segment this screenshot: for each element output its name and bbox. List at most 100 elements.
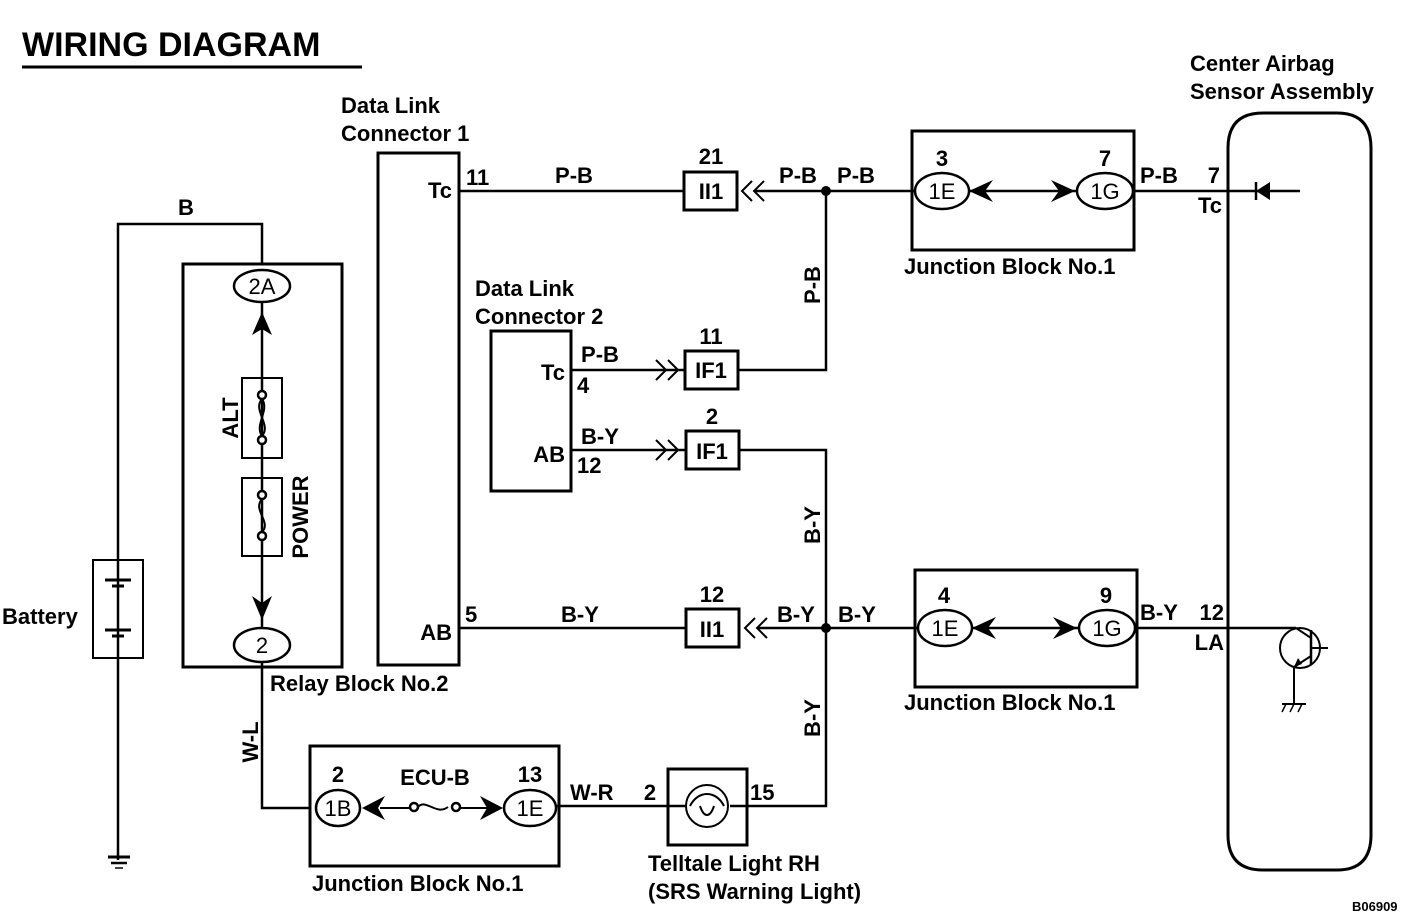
connector-1b: [314, 788, 362, 828]
diagram-title: WIRING DIAGRAM: [22, 26, 320, 64]
connector-arrow-icon: [252, 312, 272, 335]
connector-1e-label: 1E: [932, 616, 959, 641]
fuse-ecu-b-label: ECU-B: [400, 765, 470, 790]
connector-chevron-icon: [740, 180, 753, 202]
connector-arrow-icon: [252, 596, 272, 620]
wire-color-dlc2-tc: P-B: [581, 342, 619, 367]
jb-bottom-label: Junction Block No.1: [312, 871, 523, 896]
bulb-icon: [685, 784, 729, 828]
battery: Battery B: [2, 195, 264, 869]
wire-color-w-r: W-R: [570, 780, 614, 805]
connector-if1-box: [683, 349, 740, 391]
telltale-label-line1: Telltale Light RH: [648, 851, 820, 876]
fuse-ecu-b-icon: [417, 803, 449, 811]
connector-arrow-icon: [362, 796, 385, 820]
connector-if1-bottom: IF1 2: [684, 404, 741, 471]
connector-2a: [232, 268, 292, 304]
connector-1g-pin: 7: [1099, 146, 1111, 171]
airbag-pin-tc: Tc: [1198, 193, 1222, 218]
connector-ii1-pin: 12: [700, 582, 724, 607]
connector-arrow-icon: [972, 617, 996, 639]
wire-by-vertical-upper: [739, 448, 828, 628]
fuse-terminal: [450, 801, 462, 813]
telltale-light: 2 15 Telltale Light RH (SRS Warning Ligh…: [644, 767, 861, 904]
connector-1g-pin: 9: [1100, 583, 1112, 608]
dlc2-box: [489, 329, 573, 493]
connector-if1-pin: 11: [699, 324, 722, 349]
connector-chevron-icon: [655, 439, 668, 461]
figure-code: B06909: [1352, 899, 1398, 914]
fuse-power-label: POWER: [288, 475, 313, 558]
wire-color-jb-top-out: P-B: [1140, 163, 1178, 188]
junction-block-top: 1E 3 1G 7 Junction Block No.1: [904, 129, 1136, 279]
connector-if1-top: IF1 11: [683, 324, 740, 391]
relay-block: 2A ALT POWER 2 Relay Block No.2: [181, 262, 449, 696]
connector-1g-label: 1G: [1092, 616, 1121, 641]
connector-1e-pin: 3: [936, 146, 948, 171]
connector-if1-label: IF1: [696, 439, 728, 464]
diode-icon: [1256, 182, 1270, 200]
jb-mid-label: Junction Block No.1: [904, 690, 1115, 715]
connector-if1-pin: 2: [706, 404, 718, 429]
dlc1-label-line1: Data Link: [341, 93, 441, 118]
connector-1e-pin: 13: [518, 762, 542, 787]
connector-if1-label: IF1: [695, 358, 727, 383]
dlc1-pin-tc: Tc: [428, 178, 452, 203]
connector-chevron-icon: [667, 359, 680, 381]
dlc2-pin-ab-num: 12: [577, 453, 601, 478]
dlc1-box: [376, 151, 461, 667]
fuse-terminal: [256, 530, 268, 542]
wire-color-by-vertical-lower: B-Y: [800, 699, 825, 737]
ground-icon: [108, 855, 130, 869]
fuse-terminal: [408, 801, 420, 813]
wire-color-jb-mid-out: B-Y: [1140, 600, 1178, 625]
battery-box: [92, 559, 144, 659]
telltale-pin-in: 2: [644, 780, 656, 805]
connector-ii1-box: [682, 170, 739, 212]
telltale-pin-out: 15: [750, 780, 774, 805]
wire-color-w-l: W-L: [238, 721, 263, 762]
airbag-label-line2: Sensor Assembly: [1190, 79, 1375, 104]
connector-chevron-icon: [743, 617, 756, 639]
wire-color-dlc1-tc: P-B: [555, 163, 593, 188]
airbag-pin-la-num: 12: [1200, 600, 1224, 625]
dlc2-pin-tc-num: 4: [577, 373, 590, 398]
fuse-alt-label: ALT: [218, 397, 243, 439]
wire-color-by-right: B-Y: [838, 602, 876, 627]
fuse-terminal: [256, 489, 268, 501]
connector-2-label: 2: [256, 633, 268, 658]
fuse-terminal: [256, 389, 268, 401]
wire-color-by-left: B-Y: [777, 602, 815, 627]
airbag-pin-la: LA: [1195, 630, 1224, 655]
connector-1g-label: 1G: [1090, 179, 1119, 204]
battery-feed-wire: [116, 222, 264, 860]
center-airbag-sensor-assembly: Center Airbag Sensor Assembly 7 Tc 12 LA: [1190, 51, 1375, 872]
junction-block-middle: 1E 4 1G 9 Junction Block No.1: [904, 568, 1139, 715]
connector-ii1-label: II1: [699, 179, 723, 204]
connector-chevron-icon: [655, 359, 668, 381]
wire-color-pb-left: P-B: [779, 163, 817, 188]
connector-1e-label: 1E: [929, 179, 956, 204]
dlc1-pin-tc-num: 11: [466, 165, 489, 190]
connector-ii1-top: II1 21: [682, 144, 765, 212]
dlc1-label-line2: Connector 1: [341, 121, 469, 146]
dlc2-label-line2: Connector 2: [475, 304, 603, 329]
connector-arrow-icon: [1051, 180, 1075, 202]
airbag-sensor-box: [1226, 111, 1373, 872]
dlc2-pin-tc: Tc: [541, 360, 565, 385]
wire-color-by-vertical-upper: B-Y: [800, 506, 825, 544]
ground-icon: [1281, 703, 1306, 713]
battery-label: Battery: [2, 604, 79, 629]
jb-top-label: Junction Block No.1: [904, 254, 1115, 279]
dlc2-pin-ab: AB: [533, 442, 565, 467]
connector-ii1-bottom: II1 12: [684, 582, 768, 649]
wire-pb-vertical: [738, 191, 828, 372]
airbag-pin-tc-num: 7: [1208, 163, 1220, 188]
dlc1-pin-ab-num: 5: [465, 602, 477, 627]
telltale-label-line2: (SRS Warning Light): [648, 879, 861, 904]
wire-color-pb-vertical: P-B: [800, 266, 825, 304]
wire-color-pb-right: P-B: [837, 163, 875, 188]
fuse-terminal: [256, 434, 268, 446]
connector-arrow-icon: [480, 796, 503, 820]
